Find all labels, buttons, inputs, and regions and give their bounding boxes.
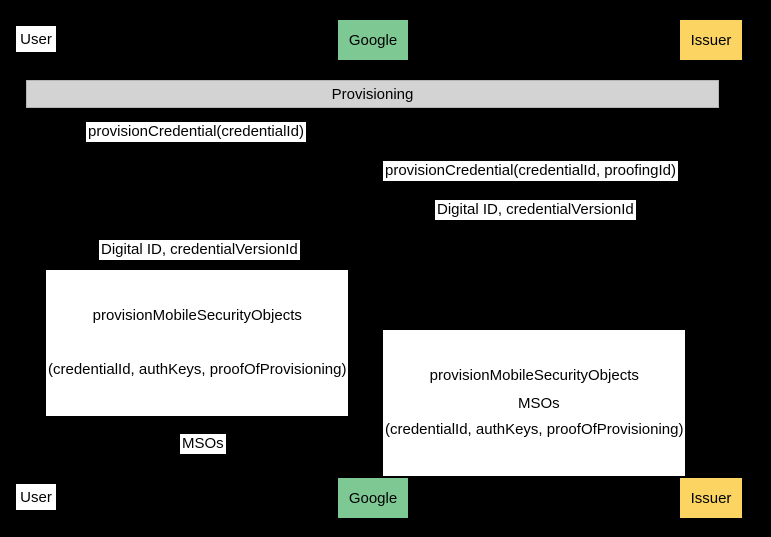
message-label-7-line-1: MSOs xyxy=(518,395,560,412)
message-label-4-line-1: Digital ID, credentialVersionId xyxy=(101,241,298,258)
participant-user-bottom-label: User xyxy=(20,488,52,506)
arrow-3-head-icon xyxy=(373,218,381,226)
participant-user-bottom[interactable]: User xyxy=(16,484,56,510)
participant-issuer-top[interactable]: Issuer xyxy=(680,20,742,60)
participant-issuer-bottom[interactable]: Issuer xyxy=(680,478,742,518)
message-label-1: provisionCredential(credentialId) xyxy=(86,122,306,142)
participant-user-top-label: User xyxy=(20,30,52,48)
arrow-2-head-icon xyxy=(703,179,711,187)
arrow-1 xyxy=(36,144,373,145)
arrow-2 xyxy=(373,183,711,184)
message-label-3-line-1: Digital ID, credentialVersionId xyxy=(437,201,634,218)
participant-google-top[interactable]: Google xyxy=(338,20,408,60)
provisioning-band-label: Provisioning xyxy=(331,85,414,103)
arrow-3 xyxy=(373,222,711,223)
message-label-7: MSOs xyxy=(516,394,562,414)
arrow-5-head-icon xyxy=(365,306,373,314)
message-label-3: Digital ID, credentialVersionId xyxy=(435,200,636,220)
message-label-2-line-1: provisionCredential(credentialId, proofi… xyxy=(385,162,676,179)
message-label-8: MSOs xyxy=(180,434,226,454)
message-label-5: provisionMobileSecurityObjects (credenti… xyxy=(46,270,349,416)
participant-issuer-bottom-label: Issuer xyxy=(690,489,732,507)
arrow-8-head-icon xyxy=(36,452,44,460)
arrow-4-head-icon xyxy=(36,258,44,266)
message-label-4: Digital ID, credentialVersionId xyxy=(99,240,300,260)
arrow-7-head-icon xyxy=(373,412,381,420)
message-label-6-line-2: (credentialId, authKeys, proofOfProvisio… xyxy=(385,421,684,438)
message-label-5-line-2: (credentialId, authKeys, proofOfProvisio… xyxy=(48,361,347,378)
arrow-6-head-icon xyxy=(703,366,711,374)
message-label-8-line-1: MSOs xyxy=(182,435,224,452)
message-label-2: provisionCredential(credentialId, proofi… xyxy=(383,161,678,181)
provisioning-band: Provisioning xyxy=(26,80,719,108)
lifeline-google xyxy=(373,60,374,478)
message-label-5-line-1: provisionMobileSecurityObjects xyxy=(92,307,302,324)
message-label-1-line-1: provisionCredential(credentialId) xyxy=(88,123,304,140)
participant-google-bottom-label: Google xyxy=(348,489,398,507)
arrow-8 xyxy=(36,456,373,457)
arrow-4 xyxy=(36,262,373,263)
message-label-6-line-1: provisionMobileSecurityObjects xyxy=(429,367,639,384)
participant-issuer-top-label: Issuer xyxy=(690,31,732,49)
lifeline-issuer xyxy=(711,60,712,478)
arrow-1-head-icon xyxy=(365,140,373,148)
participant-user-top[interactable]: User xyxy=(16,26,56,52)
participant-google-top-label: Google xyxy=(348,31,398,49)
participant-google-bottom[interactable]: Google xyxy=(338,478,408,518)
